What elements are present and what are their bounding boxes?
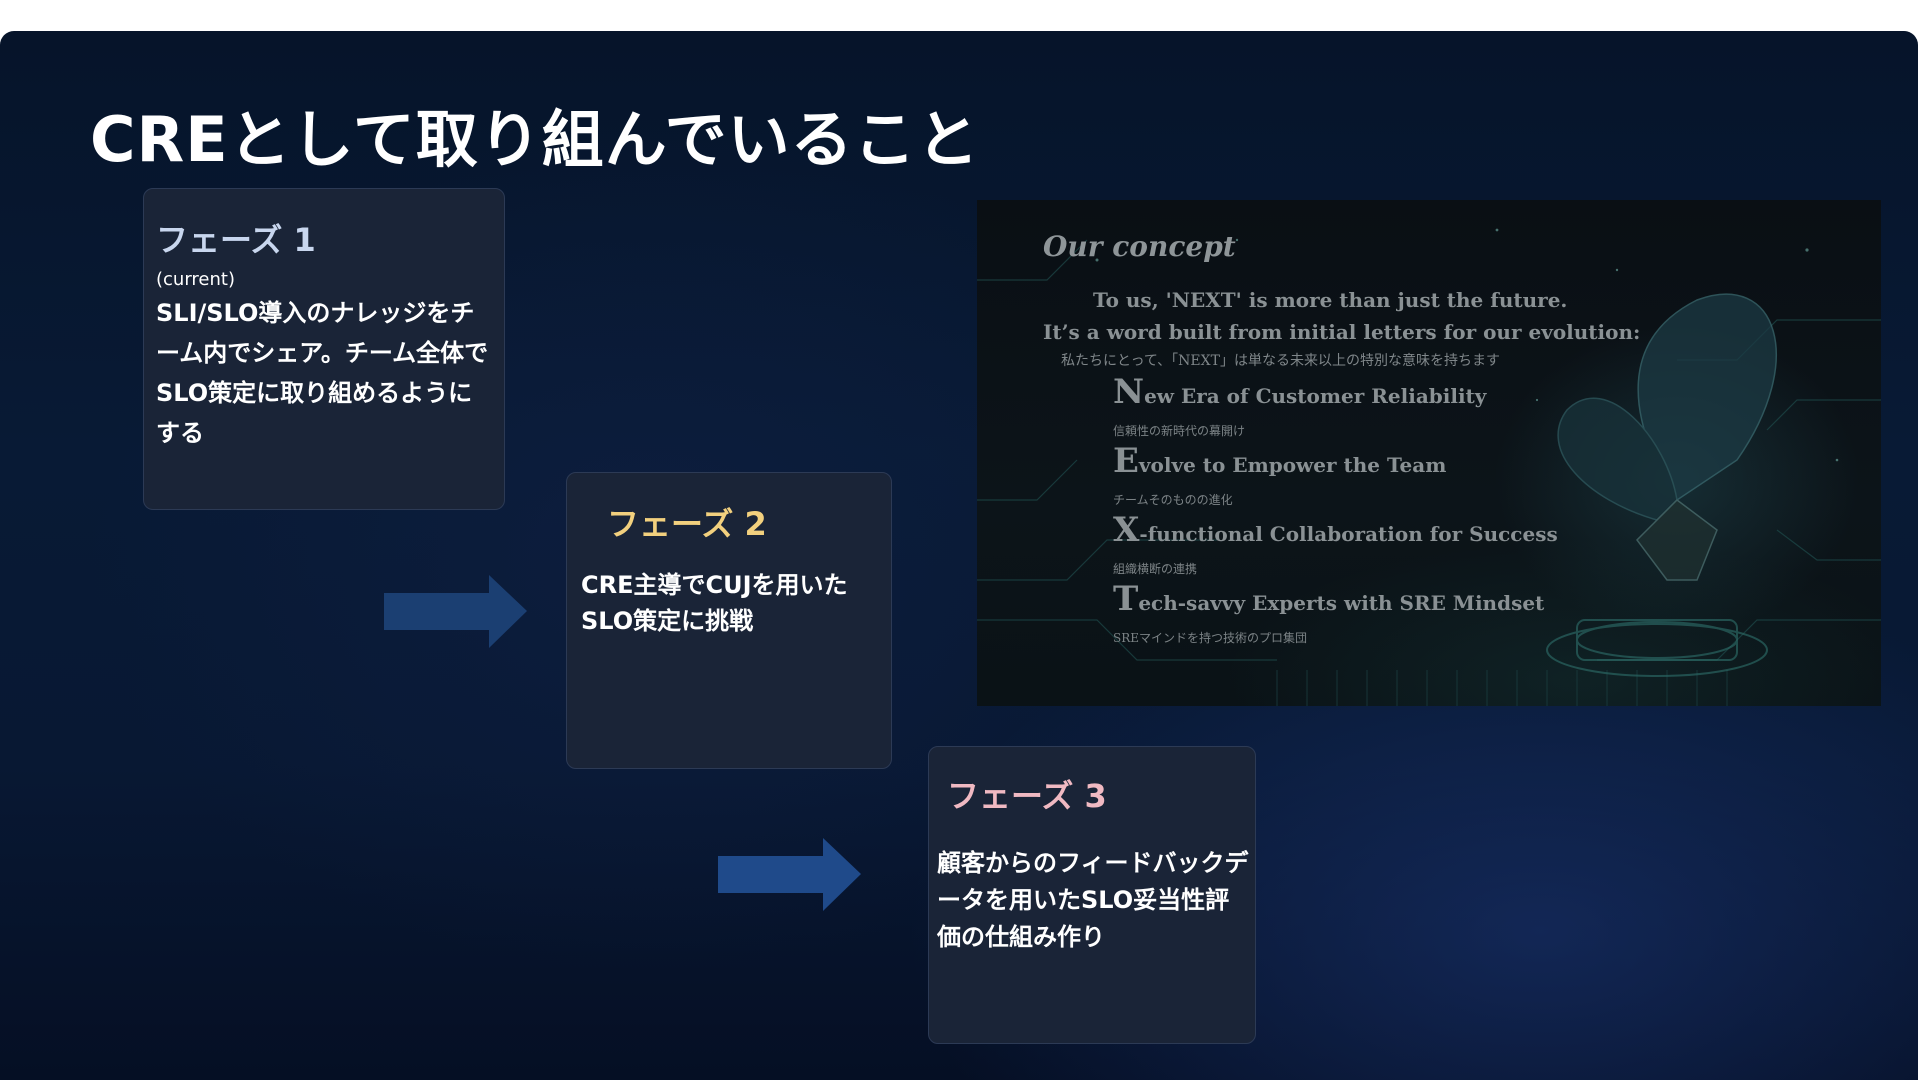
phase-1-status: (current) <box>156 269 235 290</box>
phase-2-card: フェーズ 2 CRE主導でCUJを用いたSLO策定に挑戦 <box>566 472 892 769</box>
concept-item-e-ja: チームそのものの進化 <box>1113 493 1233 507</box>
phase-1-card: フェーズ 1 (current) SLI/SLO導入のナレッジをチーム内でシェア… <box>143 188 505 510</box>
concept-item-x-initial: X <box>1113 510 1140 550</box>
concept-item-t-initial: T <box>1113 579 1139 619</box>
concept-item-e-initial: E <box>1113 441 1139 481</box>
phase-3-heading: フェーズ 3 <box>947 777 1107 815</box>
concept-item-n-ja: 信頼性の新時代の幕開け <box>1113 424 1246 438</box>
concept-item-n-text: ew Era of Customer Reliability <box>1144 384 1487 408</box>
concept-item-x: X-functional Collaboration for Success <box>1113 510 1558 550</box>
concept-item-t-ja: SREマインドを持つ技術のプロ集団 <box>1113 631 1308 645</box>
circuit-butterfly-illustration <box>977 228 1881 706</box>
concept-item-e-text: volve to Empower the Team <box>1138 453 1447 477</box>
concept-item-t-text: ech-savvy Experts with SRE Mindset <box>1138 591 1545 615</box>
concept-item-x-ja: 組織横断の連携 <box>1113 562 1198 576</box>
concept-item-n: New Era of Customer Reliability <box>1113 372 1486 412</box>
concept-item-n-initial: N <box>1113 372 1145 412</box>
phase-3-description: 顧客からのフィードバックデータを用いたSLO妥当性評価の仕組み作り <box>937 849 1249 951</box>
arrow-right-icon <box>718 838 861 911</box>
arrow-2-shape <box>718 838 861 911</box>
concept-item-e: Evolve to Empower the Team <box>1113 441 1446 481</box>
phase-1-heading: フェーズ 1 <box>156 221 316 259</box>
slide: CREとして取り組んでいること フェーズ 1 (current) SLI/SLO… <box>0 31 1918 1080</box>
phase-2-description: CRE主導でCUJを用いたSLO策定に挑戦 <box>581 571 848 635</box>
arrow-1-shape <box>384 575 527 648</box>
concept-line-2: It’s a word built from initial letters f… <box>1043 320 1641 344</box>
concept-line-2-ja: 私たちにとって、「NEXT」は単なる未来以上の特別な意味を持ちます <box>1061 353 1500 369</box>
phase-1-description: SLI/SLO導入のナレッジをチーム内でシェア。チーム全体でSLO策定に取り組め… <box>156 299 489 447</box>
concept-heading: Our concept <box>1043 230 1236 263</box>
phase-3-card: フェーズ 3 顧客からのフィードバックデータを用いたSLO妥当性評価の仕組み作り <box>928 746 1256 1044</box>
concept-item-x-text: -functional Collaboration for Success <box>1139 522 1558 546</box>
slide-title: CREとして取り組んでいること <box>90 103 980 176</box>
concept-image: Our concept To us, 'NEXT' is more than j… <box>977 200 1881 706</box>
arrow-right-icon <box>384 575 527 648</box>
concept-line-1: To us, 'NEXT' is more than just the futu… <box>1093 288 1568 312</box>
phase-2-heading: フェーズ 2 <box>607 505 767 543</box>
concept-item-t: Tech-savvy Experts with SRE Mindset <box>1113 579 1544 619</box>
